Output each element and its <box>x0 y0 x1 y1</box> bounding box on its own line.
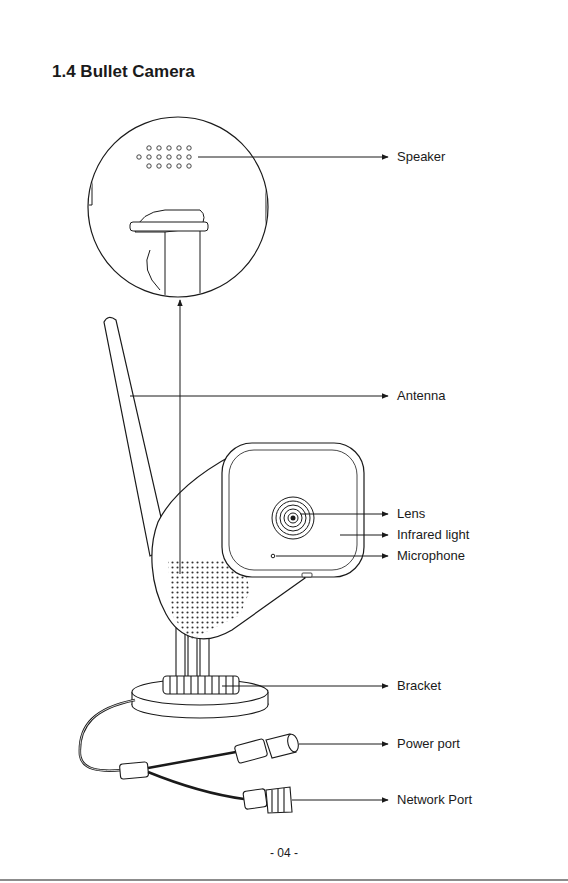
part-label: Lens <box>397 506 425 522</box>
leader-lines <box>130 157 388 800</box>
part-label: Power port <box>397 736 460 752</box>
part-label: Bracket <box>397 678 441 694</box>
part-label: Speaker <box>397 149 445 165</box>
footer-rule <box>0 879 568 880</box>
part-label: Microphone <box>397 548 465 564</box>
bracket-shape <box>132 628 268 718</box>
zoom-arrow <box>180 300 181 574</box>
section-title: 1.4 Bullet Camera <box>52 62 195 82</box>
part-label: Antenna <box>397 388 445 404</box>
zoom-detail <box>60 110 272 300</box>
part-label: Network Port <box>397 792 472 808</box>
part-label: Infrared light <box>397 527 469 543</box>
cable-ports <box>80 700 300 813</box>
camera-body <box>152 443 364 640</box>
page-number: - 04 - <box>270 845 298 861</box>
